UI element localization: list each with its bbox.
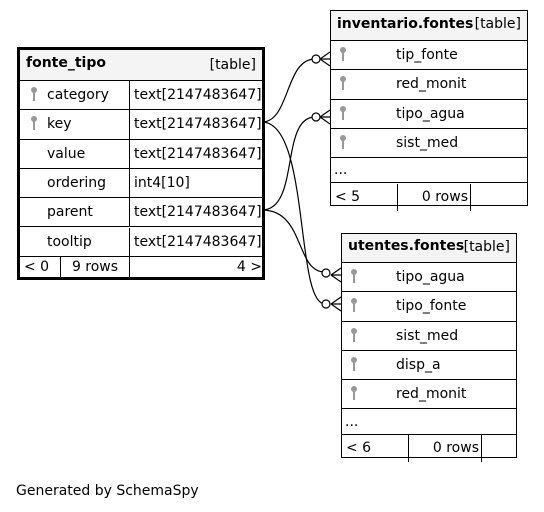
relation-end-circle <box>321 268 331 278</box>
relation-end-circle <box>321 299 331 309</box>
column-name: tipo_agua <box>396 269 465 286</box>
footer-next: 4 > <box>129 256 262 277</box>
column-type: text[2147483647] <box>129 110 265 139</box>
column-row: tipo_fonte <box>342 292 516 322</box>
column-row: tipo_agua <box>342 263 516 293</box>
column-row: disp_a <box>342 351 516 381</box>
table-kind: [table] <box>463 239 510 255</box>
more-indicator: ... <box>334 162 348 179</box>
table-header: fonte_tipo [table] <box>20 50 262 81</box>
column-name: red_monit <box>396 76 467 93</box>
column-name: tipo_agua <box>396 105 465 122</box>
column-type: text[2147483647] <box>129 81 265 110</box>
column-row: ordering int4[10] <box>20 168 265 199</box>
relation-end-circle <box>311 112 321 122</box>
column-row: tipo_agua <box>331 100 527 129</box>
key-icon <box>351 269 357 283</box>
table-inventario-fontes[interactable]: inventario.fontes [table] tip_fonte red_m… <box>330 10 528 211</box>
table-name: inventario.fontes <box>337 16 474 32</box>
column-name: ordering <box>47 175 106 192</box>
column-name: sist_med <box>396 135 459 152</box>
footer-next <box>470 183 527 211</box>
column-name: parent <box>47 204 93 221</box>
column-type: text[2147483647] <box>129 139 265 168</box>
column-row: key text[2147483647] <box>20 110 265 140</box>
table-kind: [table] <box>209 57 256 73</box>
column-name: value <box>47 145 86 162</box>
footer-prev: < 0 <box>24 258 50 275</box>
table-fonte-tipo[interactable]: fonte_tipo [table] category text[21474836… <box>17 47 265 280</box>
column-row: red_monit <box>331 70 527 100</box>
column-row: parent text[2147483647] <box>20 198 265 228</box>
key-icon <box>340 134 346 149</box>
row-count: 0 rows <box>397 183 470 211</box>
footer-prev: < 6 <box>346 440 372 457</box>
table-header: inventario.fontes [table] <box>331 11 527 41</box>
generated-by-text: Generated by SchemaSpy <box>16 483 199 499</box>
table-name: utentes.fontes <box>348 238 465 254</box>
footer-next <box>481 434 516 463</box>
column-name: tipo_fonte <box>396 298 467 315</box>
relation-end-circle <box>311 54 321 64</box>
column-name: disp_a <box>396 357 441 374</box>
table-footer: < 6 0 rows <box>342 434 516 463</box>
column-type: text[2147483647] <box>129 227 265 256</box>
key-icon <box>31 87 37 101</box>
column-row: sist_med <box>331 129 527 159</box>
table-utentes-fontes[interactable]: utentes.fontes [table] tipo_agua tipo_fon… <box>341 233 517 463</box>
table-header: utentes.fontes [table] <box>342 234 516 263</box>
column-row: category text[2147483647] <box>20 81 265 111</box>
column-row: red_monit <box>342 380 516 410</box>
column-name: tooltip <box>47 233 92 250</box>
column-row: tip_fonte <box>331 41 527 71</box>
more-indicator: ... <box>345 413 359 430</box>
table-kind: [table] <box>474 16 521 32</box>
footer-prev: < 5 <box>335 189 361 206</box>
column-type: int4[10] <box>129 168 265 198</box>
key-icon <box>340 105 346 120</box>
relation-parent-tipo-agua <box>261 116 316 211</box>
column-name: key <box>47 116 72 133</box>
table-name: fonte_tipo <box>26 55 106 71</box>
table-footer: < 5 0 rows <box>331 183 527 211</box>
column-row: sist_med <box>342 322 516 351</box>
key-icon <box>351 356 357 371</box>
key-icon <box>340 76 346 91</box>
column-name: category <box>47 87 109 104</box>
column-row: tooltip text[2147483647] <box>20 227 265 257</box>
row-count: 0 rows <box>408 434 481 463</box>
key-icon <box>340 47 346 61</box>
more-row: ... <box>331 158 527 184</box>
row-count: 9 rows <box>60 256 129 277</box>
key-icon <box>351 298 357 313</box>
column-type: text[2147483647] <box>129 198 265 227</box>
column-name: sist_med <box>396 327 459 344</box>
key-icon <box>351 386 357 401</box>
more-row: ... <box>342 410 516 435</box>
key-icon <box>351 327 357 342</box>
column-name: tip_fonte <box>396 47 458 64</box>
relation-key-tip-fonte <box>261 58 316 123</box>
relation-key-tipo-fonte <box>261 121 326 305</box>
key-icon <box>31 116 37 131</box>
column-row: value text[2147483647] <box>20 139 265 169</box>
column-name: red_monit <box>396 386 467 403</box>
relation-parent-tipo-agua-utentes <box>261 209 326 273</box>
